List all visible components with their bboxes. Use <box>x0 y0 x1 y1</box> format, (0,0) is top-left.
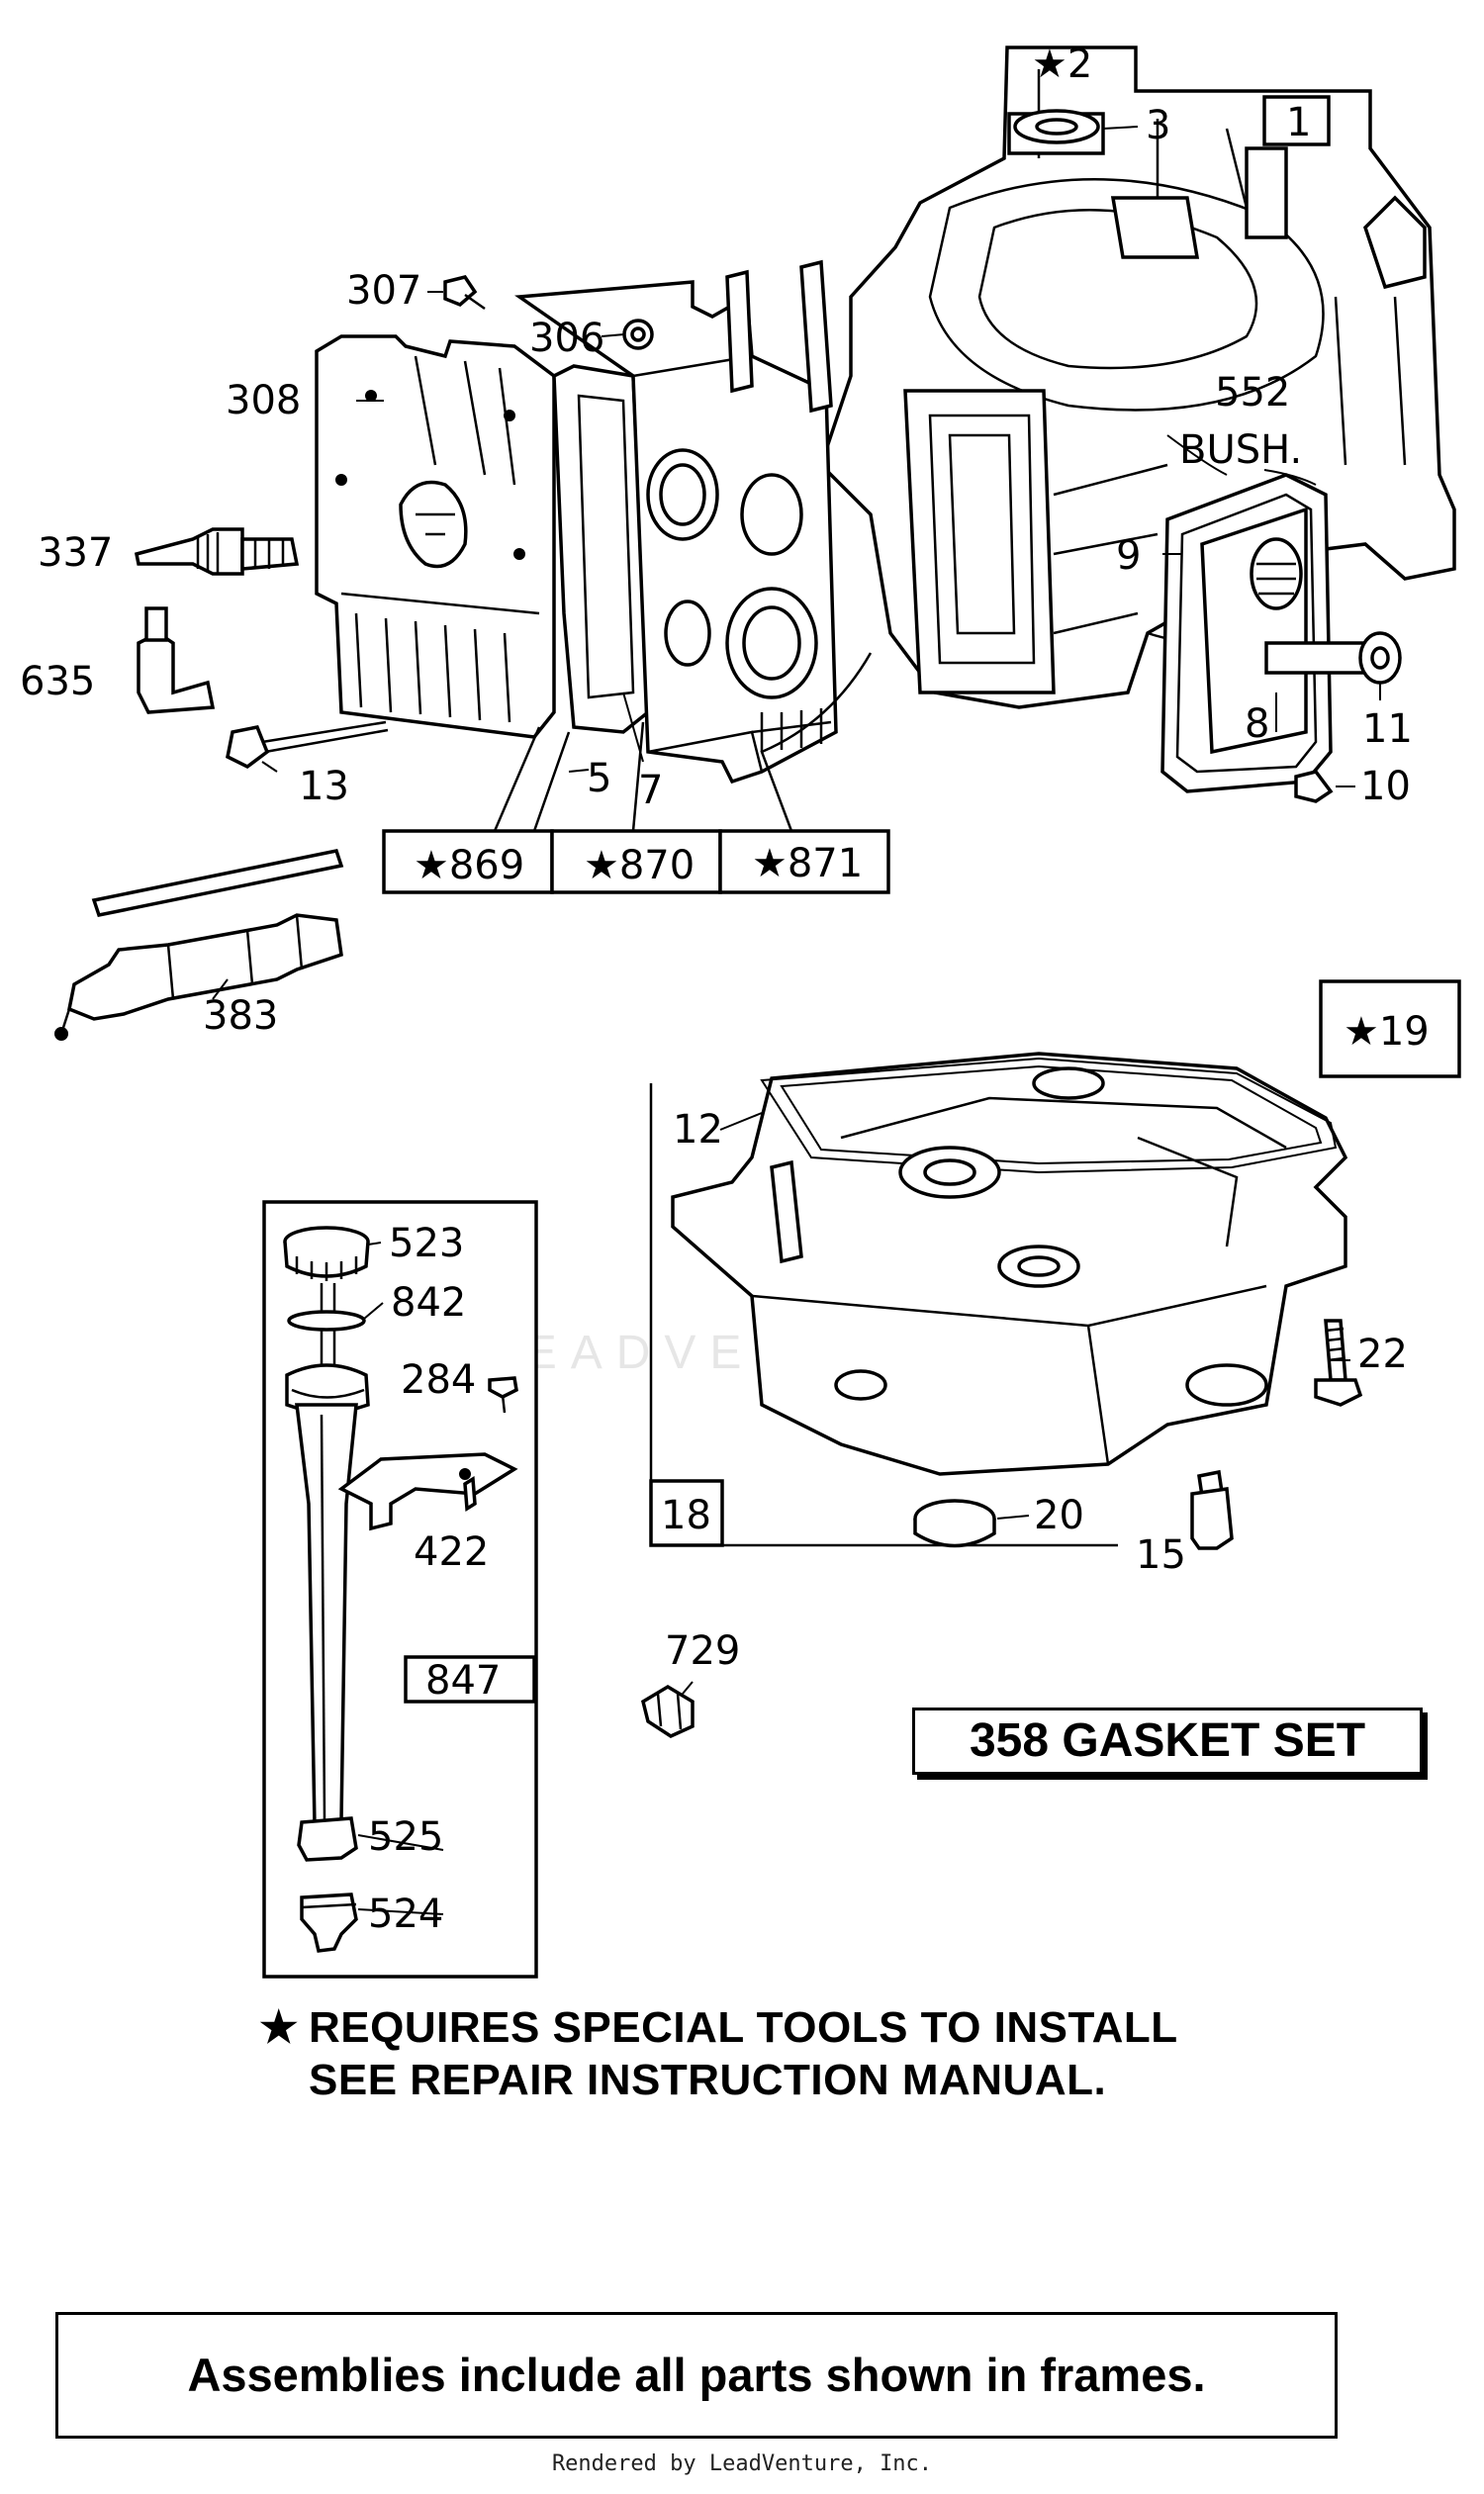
callout-13: 13 <box>299 764 349 809</box>
callout-8: 8 <box>1245 701 1269 747</box>
callout-5: 5 <box>587 756 611 801</box>
assemblies-footer-note: Assemblies include all parts shown in fr… <box>55 2312 1338 2439</box>
callout-7: 7 <box>638 768 663 813</box>
fitting-635 <box>137 606 216 714</box>
callout-635: 635 <box>20 659 95 704</box>
tool-383 <box>54 848 344 1041</box>
callout-422: 422 <box>414 1529 489 1575</box>
cylinder-block <box>818 46 1456 709</box>
breather-assembly <box>1160 473 1402 803</box>
clip-729 <box>640 1684 695 1738</box>
callout-870: ★870 <box>584 843 695 888</box>
cylinder-head-308 <box>315 334 556 739</box>
special-tools-star: ★ <box>259 2003 299 2052</box>
callout-labels: ★2 3 1 307 306 308 552 BUSH. 9 337 635 8… <box>20 42 1430 1937</box>
callout-9: 9 <box>1116 533 1141 579</box>
special-tools-note-line2: SEE REPAIR INSTRUCTION MANUAL. <box>309 2056 1107 2104</box>
callout-11: 11 <box>1362 706 1413 752</box>
callout-729: 729 <box>665 1628 740 1674</box>
gasket-set-label: 358 GASKET SET <box>912 1708 1423 1775</box>
oil-seal-20 <box>913 1499 996 1548</box>
callout-871: ★871 <box>752 841 863 886</box>
callout-18: 18 <box>661 1493 711 1538</box>
callout-10: 10 <box>1360 764 1411 809</box>
callout-bush: BUSH. <box>1179 427 1302 473</box>
callout-20: 20 <box>1034 1493 1084 1538</box>
callout-2: ★2 <box>1032 42 1092 87</box>
frame-19 <box>1319 979 1461 1078</box>
callout-1: 1 <box>1286 100 1311 145</box>
callout-383: 383 <box>203 993 278 1039</box>
callout-524: 524 <box>368 1892 443 1937</box>
callout-523: 523 <box>389 1221 464 1266</box>
callout-308: 308 <box>226 378 301 423</box>
callout-22: 22 <box>1357 1332 1408 1377</box>
callout-15: 15 <box>1136 1532 1186 1578</box>
head-gasket <box>552 364 650 734</box>
callout-842: 842 <box>391 1280 466 1326</box>
dipstick-frame <box>262 1200 538 1979</box>
callout-306: 306 <box>529 316 604 361</box>
bolt-22 <box>1314 1319 1363 1407</box>
drain-plug-15 <box>1190 1469 1234 1550</box>
leader-lines <box>212 126 1381 1915</box>
spark-plug-337 <box>134 527 300 576</box>
washer-306 <box>622 319 654 350</box>
callout-307: 307 <box>346 268 421 314</box>
callout-3: 3 <box>1146 103 1170 148</box>
head-bolt-13 <box>226 720 389 770</box>
frame-18 <box>649 1479 724 1547</box>
oil-sump-18 <box>649 1052 1348 1547</box>
callout-337: 337 <box>38 530 113 576</box>
callout-12: 12 <box>673 1107 723 1153</box>
callout-869: ★869 <box>414 843 524 888</box>
callout-284: 284 <box>401 1357 476 1403</box>
render-credit: Rendered by LeadVenture, Inc. <box>551 2451 933 2476</box>
special-tools-note-line1: REQUIRES SPECIAL TOOLS TO INSTALL <box>309 2003 1178 2052</box>
callout-552: 552 <box>1215 370 1290 416</box>
callout-847: 847 <box>425 1658 501 1704</box>
bolt-307 <box>443 275 486 311</box>
cylinder-head-second <box>514 259 838 785</box>
callout-525: 525 <box>368 1814 443 1860</box>
assembly-frames-869-871 <box>382 652 890 894</box>
callout-19: ★19 <box>1344 1009 1430 1055</box>
